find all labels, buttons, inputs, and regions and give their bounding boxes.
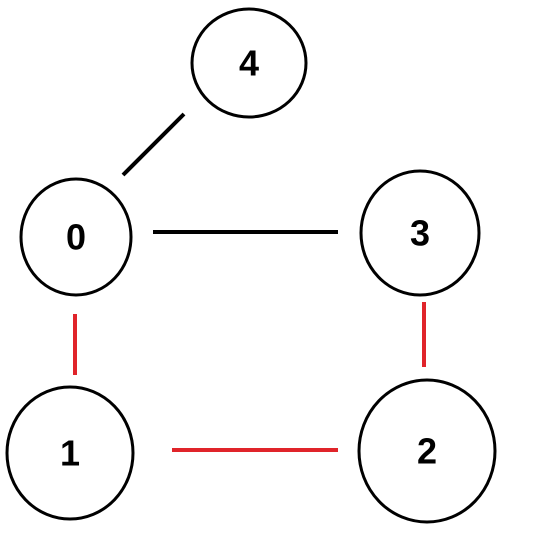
node-circle-3 [359,169,481,297]
nodes-layer: 0 1 2 3 4 [5,7,497,524]
node-circle-1 [5,385,135,521]
node-circle-0 [19,177,133,297]
node-label-0: 0 [66,217,86,258]
edges-layer [73,112,426,452]
node-circle-2 [357,378,497,524]
edge-4-0 [121,112,186,177]
node-1: 1 [5,385,135,521]
node-label-4: 4 [239,43,259,84]
node-circle-4 [190,7,308,119]
node-label-2: 2 [417,431,437,472]
node-2: 2 [357,378,497,524]
node-label-3: 3 [410,213,430,254]
node-label-1: 1 [60,433,80,474]
node-4: 4 [190,7,308,119]
node-3: 3 [359,169,481,297]
node-0: 0 [19,177,133,297]
